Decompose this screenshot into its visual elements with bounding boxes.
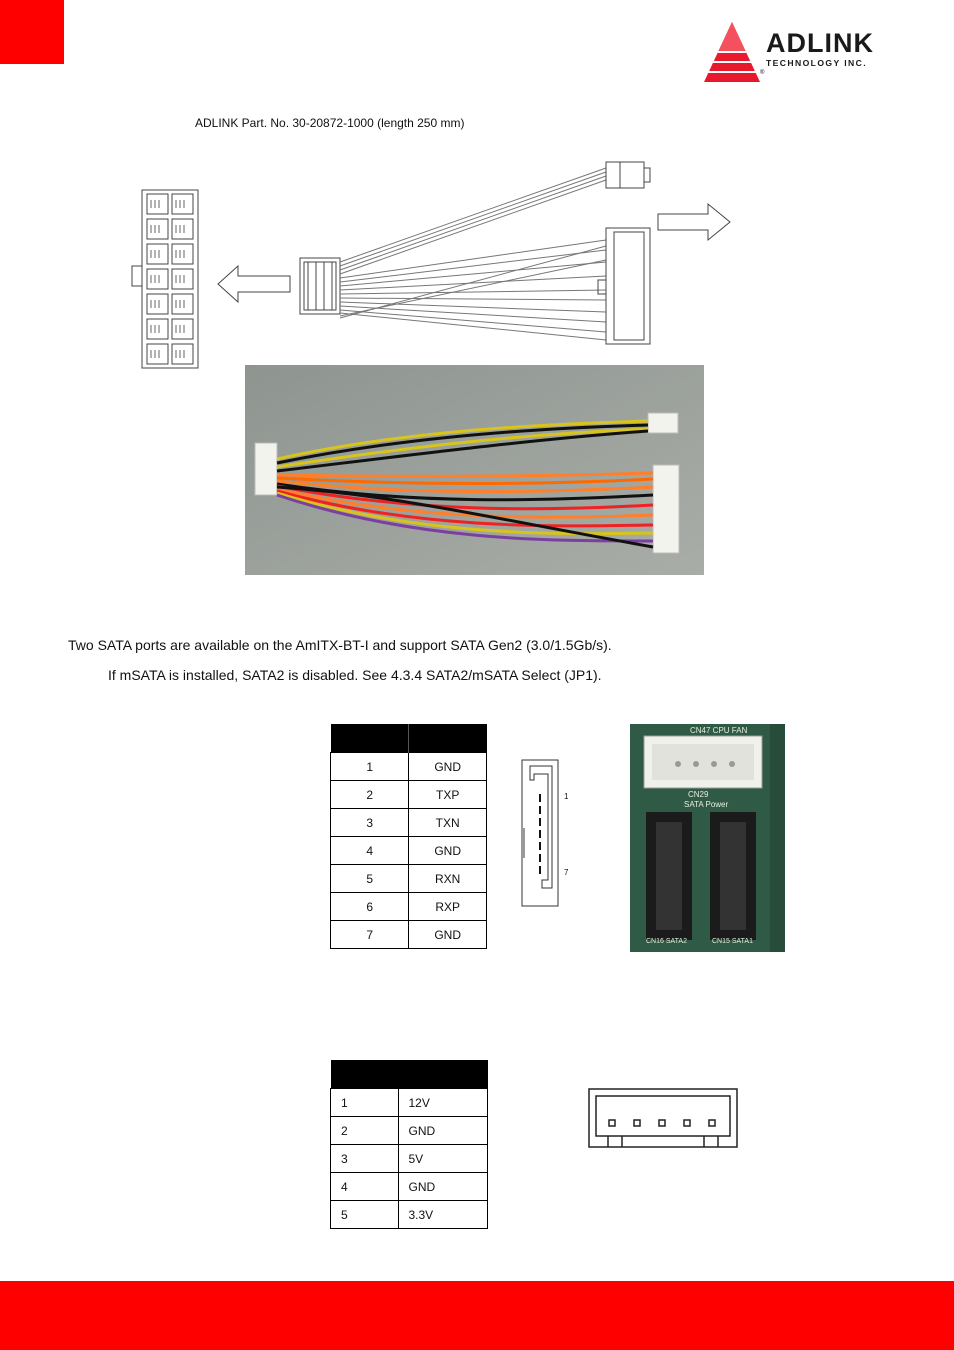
adlink-triangle-logo-icon (704, 22, 760, 82)
sata-header-cell-signal (408, 724, 487, 753)
signal-cell: TXP (408, 780, 487, 809)
sata-pin-first-label: 1 (564, 792, 569, 801)
signal-cell: GND (408, 836, 487, 865)
cable-drawing (130, 150, 750, 375)
pin-cell: 4 (329, 836, 410, 865)
registered-mark: ® (760, 70, 765, 76)
pin-cell: 5 (330, 1200, 399, 1229)
pin-cell: 2 (329, 780, 410, 809)
sata-power-label-1: CN29 (688, 790, 709, 799)
logo-wordmark: ADLINK (766, 28, 874, 58)
cable-photo (245, 365, 704, 575)
power-table-header-row (330, 1060, 488, 1089)
pin-cell: 5 (329, 864, 410, 893)
table-row: 5 3.3V (330, 1200, 488, 1229)
footer-red-bar (0, 1281, 954, 1350)
signal-cell: 12V (397, 1088, 488, 1117)
signal-cell: GND (408, 920, 487, 949)
pin-cell: 3 (330, 1144, 399, 1173)
signal-cell: RXP (408, 892, 487, 921)
sata-intro-text: Two SATA ports are available on the AmIT… (68, 637, 612, 653)
sata-header-cell-pin (330, 724, 409, 753)
signal-cell: 5V (397, 1144, 488, 1173)
pin-cell: 3 (329, 808, 410, 837)
power-connector-outline (588, 1088, 738, 1148)
signal-cell: TXN (408, 808, 487, 837)
pin-cell: 7 (329, 920, 410, 949)
cable-line-drawing (131, 161, 731, 369)
sata-power-label-2: SATA Power (684, 800, 729, 809)
adlink-logo: ADLINK TECHNOLOGY INC. ® (696, 20, 916, 84)
sata-table-header-row (330, 724, 487, 753)
signal-cell: RXN (408, 864, 487, 893)
sata-connector-diagram: 1 7 (520, 758, 580, 908)
cable-photo-illustration (245, 365, 704, 575)
cable-part-caption: ADLINK Part. No. 30-20872-1000 (length 2… (195, 116, 465, 130)
signal-cell: GND (397, 1172, 488, 1201)
pin-cell: 4 (330, 1172, 399, 1201)
pin-cell: 6 (329, 892, 410, 921)
header-red-tab (0, 0, 64, 64)
sata1-label: CN15 SATA1 (712, 938, 753, 945)
power-connector-diagram (588, 1088, 738, 1150)
board-photo: CN47 CPU FAN CN29 SATA Power CN16 SATA2 … (630, 724, 785, 952)
sata2-label: CN16 SATA2 (646, 938, 687, 945)
signal-cell: GND (408, 752, 487, 781)
cpu-fan-label: CN47 CPU FAN (690, 726, 748, 735)
sata-note-text: If mSATA is installed, SATA2 is disabled… (108, 667, 602, 683)
power-header-cell-pin (330, 1060, 398, 1089)
pin-cell: 2 (330, 1116, 399, 1145)
signal-cell: GND (397, 1116, 488, 1145)
pin-cell: 1 (330, 1088, 399, 1117)
signal-cell: 3.3V (397, 1200, 488, 1229)
sata-pin-last-label: 7 (564, 868, 569, 877)
sata-connector-outline (521, 759, 559, 907)
pin-cell: 1 (329, 752, 410, 781)
power-header-cell-signal (398, 1060, 488, 1089)
logo-subtitle: TECHNOLOGY INC. (766, 58, 868, 68)
board-photo-illustration (630, 724, 785, 952)
